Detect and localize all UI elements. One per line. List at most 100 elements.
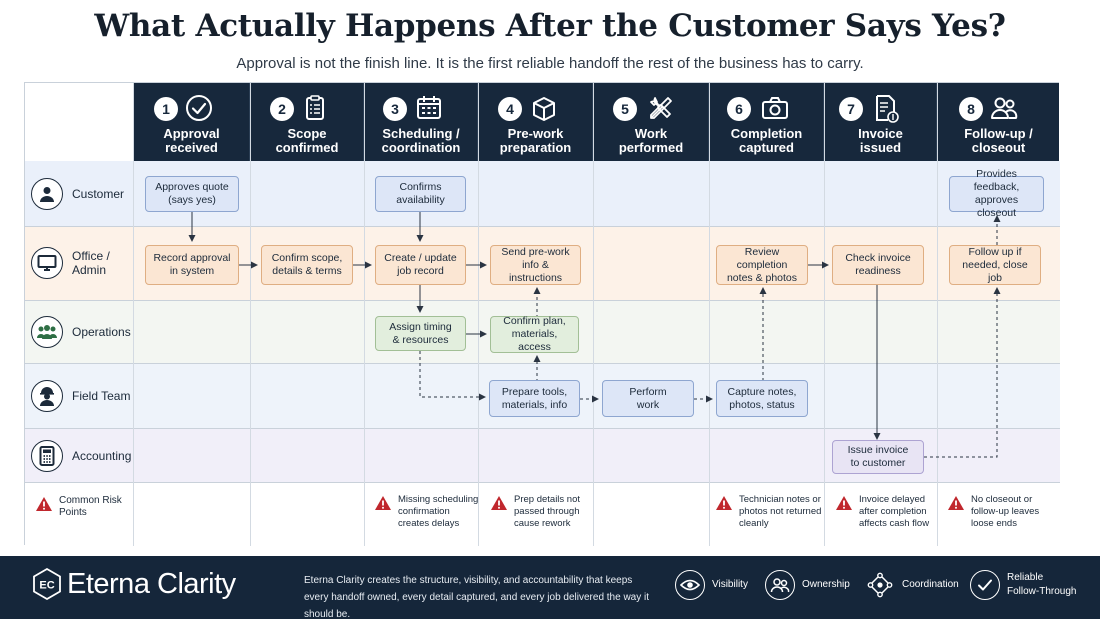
phase-header-3: 3 Scheduling / coordination <box>365 83 478 161</box>
phase-label: Follow-up / closeout <box>964 126 1033 155</box>
phase-header-4: 4 Pre-work preparation <box>479 83 593 161</box>
risk-heading-label: Common Risk Points <box>59 495 122 518</box>
warning-icon <box>375 496 391 510</box>
phase-number: 4 <box>498 97 522 121</box>
card-check-invoice[interactable]: Check invoice readiness <box>832 245 924 285</box>
role-label: Operations <box>72 325 131 339</box>
feature-label: Coordination <box>902 579 959 590</box>
role-operations: Operations <box>25 315 133 349</box>
feature-follow-through: Reliable Follow-Through <box>970 570 1076 600</box>
worker-icon <box>31 380 63 412</box>
footer-bar: EC Eterna Clarity Eterna Clarity creates… <box>0 556 1100 619</box>
phase-number: 3 <box>383 97 407 121</box>
phase-header-6: 6 Completion captured <box>710 83 824 161</box>
role-accounting: Accounting <box>25 439 133 473</box>
card-issue-invoice[interactable]: Issue invoice to customer <box>832 440 924 474</box>
card-confirm-scope[interactable]: Confirm scope, details & terms <box>261 245 353 285</box>
phase-label: Work performed <box>618 126 684 155</box>
swimlane-board: 1 Approval received 2 Scope confirmed 3 … <box>24 82 1060 546</box>
brand-logo: EC <box>33 568 61 600</box>
role-label: Office / Admin <box>72 249 110 277</box>
team-icon <box>31 316 63 348</box>
column-divider <box>709 83 710 546</box>
svg-text:EC: EC <box>39 580 54 592</box>
role-office-admin: Office / Admin <box>25 246 133 280</box>
footer-description: Eterna Clarity creates the structure, vi… <box>304 575 650 619</box>
risk-text: Missing scheduling confirmation creates … <box>398 494 479 529</box>
clipboard-icon <box>306 95 324 120</box>
card-create-job-record[interactable]: Create / update job record <box>375 245 466 285</box>
page-subtitle: Approval is not the finish line. It is t… <box>236 55 864 72</box>
phase-number: 5 <box>613 97 637 121</box>
monitor-icon <box>31 247 63 279</box>
brand-name: Eterna Clarity <box>67 568 236 600</box>
people-icon <box>765 570 795 600</box>
column-divider <box>133 83 134 546</box>
card-follow-up[interactable]: Follow up if needed, close job <box>949 245 1041 285</box>
network-icon <box>865 570 895 600</box>
lane-risks <box>25 483 1060 546</box>
feature-coordination: Coordination <box>865 570 959 600</box>
warning-icon <box>36 497 52 511</box>
calculator-icon <box>31 440 63 472</box>
warning-icon <box>491 496 507 510</box>
card-confirms-availability[interactable]: Confirms availability <box>375 176 466 212</box>
phase-number: 7 <box>839 97 863 121</box>
eye-icon <box>675 570 705 600</box>
phase-number: 2 <box>270 97 294 121</box>
risk-item: Missing scheduling confirmation creates … <box>374 494 478 530</box>
phase-header-1: 1 Approval received <box>134 83 250 161</box>
warning-icon <box>948 496 964 510</box>
risk-item: No closeout or follow-up leaves loose en… <box>947 494 1039 530</box>
column-divider <box>593 83 594 546</box>
risk-text: Technician notes or photos not returned … <box>739 494 822 529</box>
feature-label: Reliable Follow-Through <box>1007 572 1077 597</box>
card-perform-work[interactable]: Perform work <box>602 380 694 417</box>
role-label: Accounting <box>72 449 132 463</box>
calendar-icon <box>417 96 441 119</box>
user-icon <box>31 178 63 210</box>
risk-text: Invoice delayed after completion affects… <box>859 494 930 529</box>
risk-item: Prep details not passed through cause re… <box>490 494 580 530</box>
page-title: What Actually Happens After the Customer… <box>94 8 1006 44</box>
camera-icon <box>762 97 788 119</box>
risk-text: Prep details not passed through cause re… <box>514 494 581 529</box>
card-send-prework[interactable]: Send pre-work info & instructions <box>490 245 581 285</box>
role-label: Customer <box>72 187 125 201</box>
phase-number: 8 <box>959 97 983 121</box>
check-circle-icon <box>186 95 212 121</box>
invoice-icon <box>876 95 899 123</box>
phase-label: Scope confirmed <box>275 126 339 155</box>
column-divider <box>478 83 479 546</box>
card-provides-feedback[interactable]: Provides feedback, approves closeout <box>949 168 1044 219</box>
card-prepare-tools[interactable]: Prepare tools, materials, info <box>489 380 580 417</box>
feature-visibility: Visibility <box>675 570 748 600</box>
phase-header-5: 5 Work performed <box>594 83 709 161</box>
check-circle-icon <box>970 570 1000 600</box>
feature-ownership: Ownership <box>765 570 850 600</box>
column-divider <box>824 83 825 546</box>
people-icon <box>991 97 1018 119</box>
role-field-team: Field Team <box>25 379 133 413</box>
phase-label: Completion captured <box>730 126 803 155</box>
card-capture-notes[interactable]: Capture notes, photos, status <box>716 380 808 417</box>
card-assign-timing[interactable]: Assign timing & resources <box>375 316 466 351</box>
box-icon <box>533 97 555 121</box>
column-divider <box>250 83 251 546</box>
card-record-approval[interactable]: Record approval in system <box>145 245 239 285</box>
phase-header-2: 2 Scope confirmed <box>251 83 364 161</box>
role-customer: Customer <box>25 177 133 211</box>
role-label: Field Team <box>72 389 131 403</box>
card-review-completion[interactable]: Review completion notes & photos <box>716 245 808 285</box>
tools-icon <box>650 97 672 119</box>
phase-header-7: 7 Invoice issued <box>825 83 937 161</box>
phase-label: Pre-work preparation <box>499 126 572 155</box>
phase-number: 6 <box>727 97 751 121</box>
card-approves-quote[interactable]: Approves quote (says yes) <box>145 176 239 212</box>
card-confirm-plan[interactable]: Confirm plan, materials, access <box>490 315 579 353</box>
warning-icon <box>716 496 732 510</box>
feature-label: Visibility <box>712 579 748 590</box>
risk-item: Technician notes or photos not returned … <box>715 494 821 530</box>
risk-item: Invoice delayed after completion affects… <box>835 494 929 530</box>
column-divider <box>364 83 365 546</box>
